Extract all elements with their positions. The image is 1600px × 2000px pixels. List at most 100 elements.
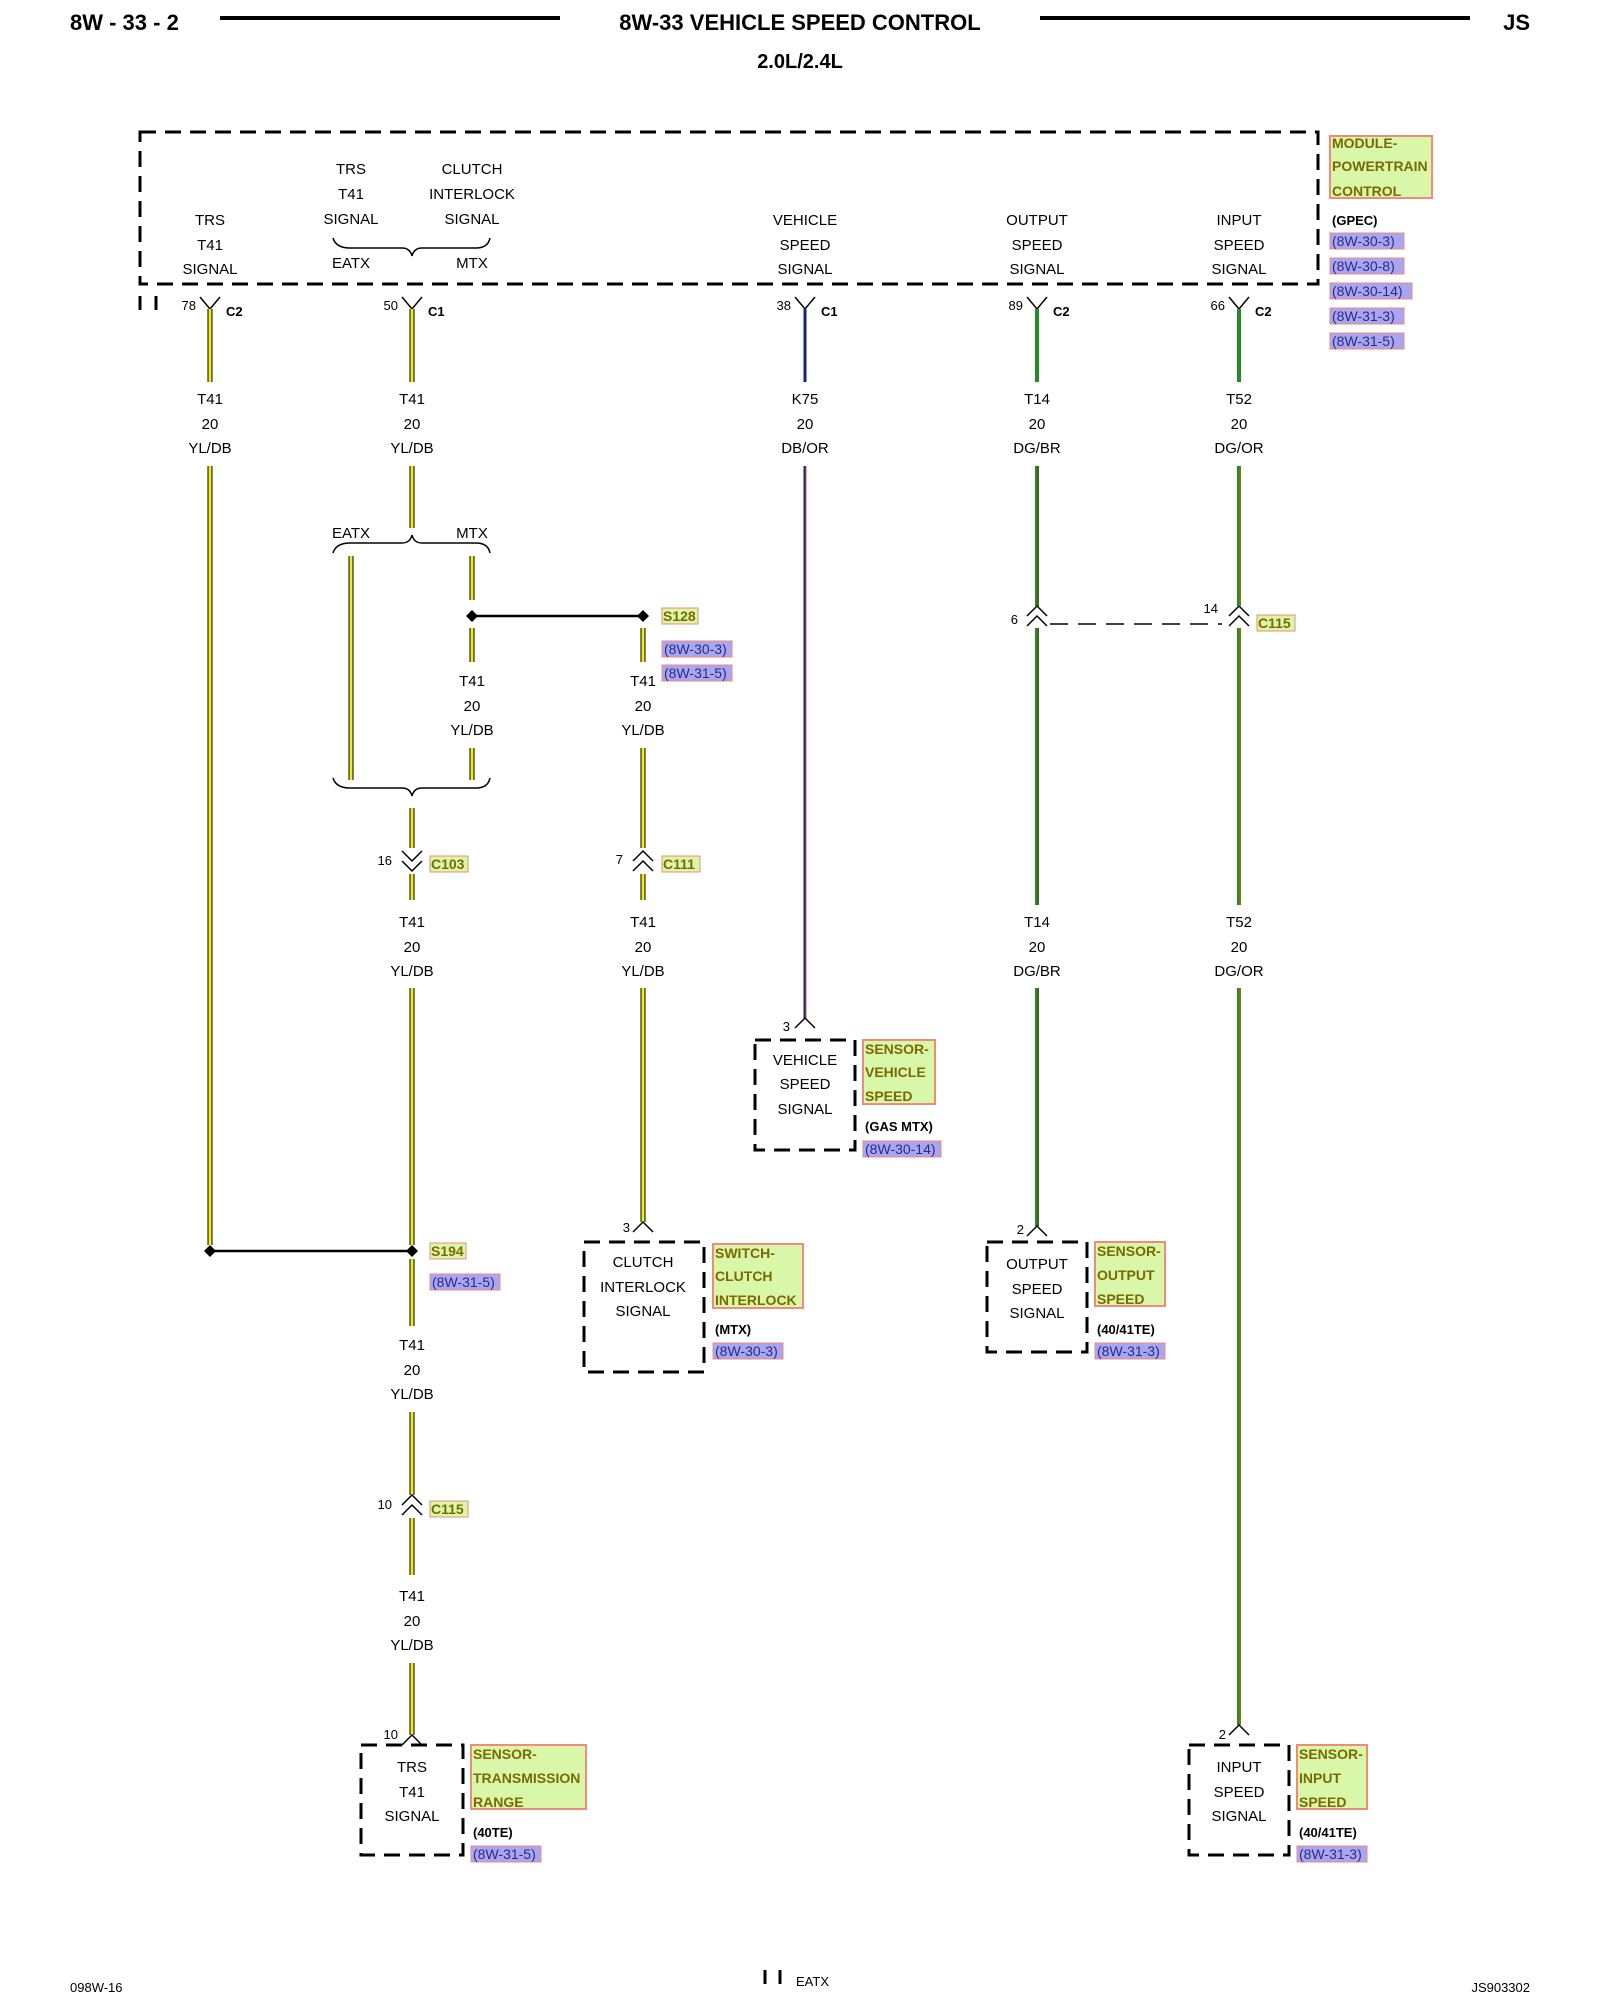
wire-oss-mid[interactable] (1035, 628, 1039, 905)
pcm-signal-vehicle-speed: VEHICLE SPEED SIGNAL (773, 212, 837, 278)
svg-text:VEHICLE: VEHICLE (773, 212, 837, 229)
trs-component-box (359, 1743, 465, 1857)
pcm-ref-list[interactable]: (8W-30-3) (8W-30-8) (8W-30-14) (8W-31-3)… (1329, 232, 1413, 350)
svg-text:T41: T41 (399, 1588, 425, 1605)
wire-label-s128: T41 20 YL/DB (621, 673, 664, 739)
svg-text:7: 7 (616, 852, 623, 867)
svg-text:16: 16 (378, 853, 392, 868)
pcm-signal-input-speed: INPUT SPEED SIGNAL (1211, 212, 1266, 278)
oss-pin-mark (1026, 1224, 1048, 1237)
svg-text:(8W-30-3): (8W-30-3) (1332, 233, 1395, 249)
svg-text:(8W-30-8): (8W-30-8) (1332, 258, 1395, 274)
splice-dot-col1 (204, 1245, 216, 1257)
svg-text:(8W-31-5): (8W-31-5) (664, 665, 727, 681)
svg-text:20: 20 (1029, 416, 1046, 433)
wire-label-iss-lower: T52 20 DG/OR (1214, 914, 1263, 980)
wire-iss-upper[interactable] (1237, 466, 1241, 606)
svg-text:YL/DB: YL/DB (390, 1386, 433, 1403)
footer-center-legend: EATX (796, 1974, 829, 1989)
svg-text:(8W-30-3): (8W-30-3) (715, 1343, 778, 1359)
svg-text:20: 20 (635, 939, 652, 956)
wire-vss-run[interactable] (803, 466, 807, 1018)
clutch-ref-link[interactable]: (8W-30-3) (712, 1342, 784, 1360)
wire-iss-lower[interactable] (1237, 988, 1241, 1725)
pcm-pin-50: 50 C1 (384, 296, 445, 319)
svg-text:C103: C103 (431, 856, 465, 872)
svg-text:SPEED: SPEED (1214, 1784, 1265, 1801)
vss-pin-mark (794, 1016, 816, 1029)
pcm-pin-89: 89 C2 (1009, 296, 1070, 319)
branch-eatx-label: EATX (332, 525, 370, 542)
wire-oss-lower[interactable] (1035, 988, 1039, 1226)
iss-pin-number: 2 (1219, 1727, 1226, 1742)
svg-text:(8W-31-5): (8W-31-5) (432, 1274, 495, 1290)
wire-label-iss: T52 20 DG/OR (1214, 391, 1263, 457)
connector-c111: 7 C111 (616, 849, 701, 873)
svg-text:TRS: TRS (195, 212, 225, 229)
svg-text:38: 38 (777, 298, 791, 313)
clutch-variant: (MTX) (715, 1322, 751, 1337)
svg-text:66: 66 (1211, 298, 1225, 313)
pcm-module-box (138, 130, 1320, 286)
svg-text:T41: T41 (399, 391, 425, 408)
wire-label-oss-lower: T14 20 DG/BR (1013, 914, 1061, 980)
pcm-mtx-label: MTX (456, 255, 488, 272)
trs-signal-text: TRS T41 SIGNAL (384, 1759, 439, 1825)
svg-text:INPUT: INPUT (1299, 1770, 1341, 1786)
svg-text:K75: K75 (792, 391, 819, 408)
svg-text:CLUTCH: CLUTCH (715, 1268, 773, 1284)
wire-oss-upper[interactable] (1035, 466, 1039, 606)
trs-ref-link[interactable]: (8W-31-5) (470, 1845, 542, 1863)
iss-ref-link[interactable]: (8W-31-3) (1296, 1845, 1368, 1863)
svg-text:20: 20 (1029, 939, 1046, 956)
svg-text:DG/OR: DG/OR (1214, 440, 1263, 457)
wire-label-mtx: T41 20 YL/DB (450, 673, 493, 739)
splice-s128-label: S128 (661, 607, 699, 625)
oss-signal-text: OUTPUT SPEED SIGNAL (1006, 1256, 1068, 1322)
svg-text:MODULE-: MODULE- (1332, 135, 1398, 151)
iss-pin-mark (1228, 1723, 1250, 1736)
svg-text:SPEED: SPEED (1299, 1794, 1346, 1810)
svg-text:C1: C1 (821, 304, 838, 319)
svg-text:(8W-31-3): (8W-31-3) (1097, 1343, 1160, 1359)
svg-text:POWERTRAIN: POWERTRAIN (1332, 158, 1428, 174)
page-code: 8W - 33 - 2 (70, 10, 179, 35)
model-code: JS (1503, 10, 1530, 35)
svg-text:T14: T14 (1024, 391, 1050, 408)
splice-s128-refs[interactable]: (8W-30-3) (8W-31-5) (661, 640, 733, 682)
pcm-eatx-mtx-brace (332, 237, 491, 257)
svg-text:SIGNAL: SIGNAL (1009, 261, 1064, 278)
oss-variant: (40/41TE) (1097, 1322, 1155, 1337)
clutch-pin-mark (632, 1220, 654, 1233)
svg-text:T41: T41 (197, 237, 223, 254)
footer-left-code: 098W-16 (70, 1980, 123, 1995)
oss-ref-link[interactable]: (8W-31-3) (1094, 1342, 1166, 1360)
splice-dot-s194 (406, 1245, 418, 1257)
svg-text:C115: C115 (1258, 615, 1291, 631)
svg-text:SIGNAL: SIGNAL (777, 1101, 832, 1118)
svg-text:SENSOR-: SENSOR- (865, 1041, 929, 1057)
svg-text:DB/OR: DB/OR (781, 440, 829, 457)
svg-text:SPEED: SPEED (1012, 1281, 1063, 1298)
svg-text:C1: C1 (428, 304, 445, 319)
splice-s194-refs[interactable]: (8W-31-5) (429, 1273, 501, 1291)
page-subtitle: 2.0L/2.4L (757, 51, 843, 73)
wire-label-c103: T41 20 YL/DB (390, 914, 433, 980)
svg-text:50: 50 (384, 298, 398, 313)
svg-text:20: 20 (404, 1362, 421, 1379)
clutch-pin-number: 3 (623, 1220, 630, 1235)
svg-text:SPEED: SPEED (780, 237, 831, 254)
svg-text:SENSOR-: SENSOR- (1299, 1746, 1363, 1762)
oss-name-label: SENSOR- OUTPUT SPEED (1094, 1241, 1166, 1307)
svg-text:20: 20 (1231, 416, 1248, 433)
wire-iss-mid[interactable] (1237, 628, 1241, 905)
page-title: 8W-33 VEHICLE SPEED CONTROL (619, 10, 980, 35)
svg-text:INTERLOCK: INTERLOCK (600, 1279, 686, 1296)
svg-text:20: 20 (1231, 939, 1248, 956)
connector-c115-bottom: 10 C115 (378, 1493, 469, 1518)
svg-text:T41: T41 (630, 914, 656, 931)
vss-ref-link[interactable]: (8W-30-14) (862, 1140, 942, 1158)
svg-text:SIGNAL: SIGNAL (1211, 261, 1266, 278)
svg-text:YL/DB: YL/DB (450, 722, 493, 739)
svg-text:SPEED: SPEED (780, 1076, 831, 1093)
